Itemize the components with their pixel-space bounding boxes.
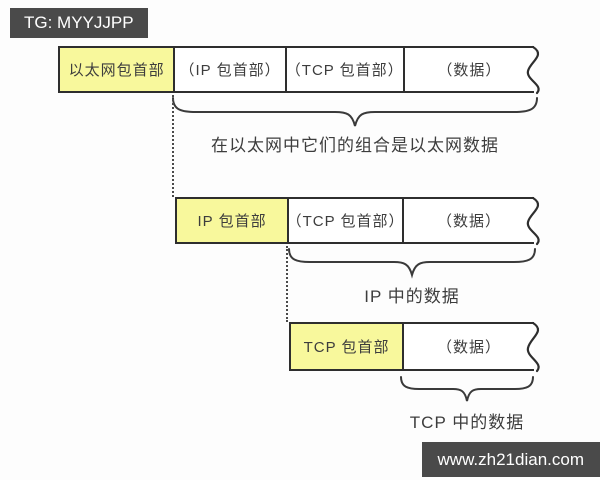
tcp-caption: TCP 中的数据 [409, 413, 525, 432]
ip-header-cell: （IP 包首部） [175, 48, 287, 91]
bottom-right-watermark-badge: www.zh21dian.com [421, 442, 600, 477]
tcp-header-cell: （TCP 包首部） [287, 199, 405, 242]
torn-edge-icon [526, 45, 540, 95]
ethernet-header-cell: 以太网包首部 [60, 48, 176, 91]
ethernet-brace [172, 97, 538, 127]
packet-row-ethernet: 以太网包首部 （IP 包首部） （TCP 包首部） （数据） [58, 46, 534, 93]
ip-header-cell: IP 包首部 [177, 199, 290, 242]
tcp-brace [400, 376, 534, 402]
tcp-header-cell: TCP 包首部 [291, 324, 405, 369]
packet-row-ip: IP 包首部 （TCP 包首部） （数据） [175, 197, 534, 244]
ip-brace [288, 248, 536, 279]
ethernet-caption: 在以太网中它们的组合是以太网数据 [211, 136, 499, 155]
data-cell: （数据） [437, 213, 502, 230]
data-cell: （数据） [437, 339, 502, 356]
dotted-connector-ip-tcp [286, 246, 288, 322]
torn-edge-icon [526, 321, 540, 373]
ip-caption: IP 中的数据 [364, 287, 460, 306]
data-cell: （数据） [437, 62, 502, 79]
torn-edge-icon [526, 196, 540, 246]
packet-row-tcp: TCP 包首部 （数据） [289, 322, 534, 371]
tcp-header-cell: （TCP 包首部） [286, 48, 405, 91]
dotted-connector-ethernet-ip [172, 95, 174, 197]
top-left-watermark-badge: TG: MYYJJPP [10, 8, 148, 38]
